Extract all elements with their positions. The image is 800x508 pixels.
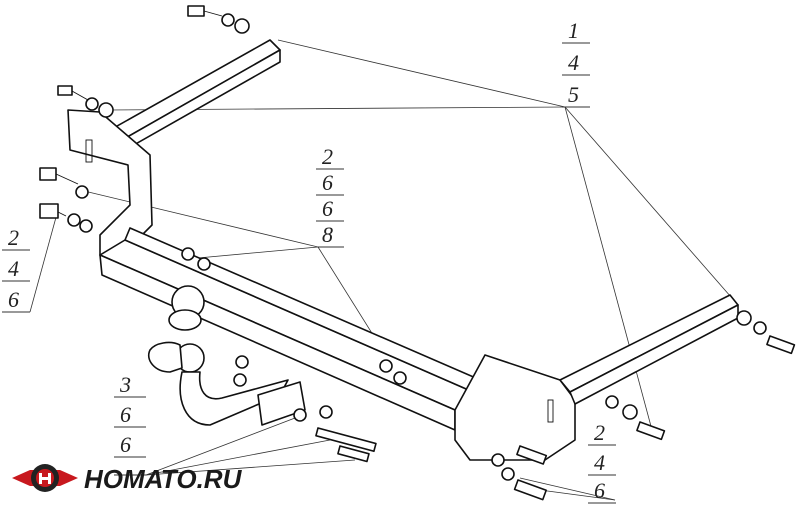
callout-label: 6 [322, 170, 333, 195]
washer [736, 310, 752, 326]
bolt [516, 445, 548, 465]
callout-label: 2 [8, 225, 19, 250]
bolt [513, 479, 547, 501]
callout-label: 4 [8, 256, 19, 281]
nut [393, 371, 407, 385]
nut [197, 257, 211, 271]
bolt [315, 427, 377, 453]
fasteners [39, 5, 796, 501]
nut [233, 373, 247, 387]
nut [181, 247, 195, 261]
washer [491, 453, 505, 467]
right-side-bracket [454, 294, 739, 461]
brand-name: НОМАТО.RU [84, 464, 243, 494]
washer [221, 13, 235, 27]
washer [753, 321, 767, 335]
washer [293, 408, 307, 422]
washer [319, 405, 333, 419]
callout-label: 6 [594, 478, 605, 503]
callout-label: 6 [322, 196, 333, 221]
washer [75, 185, 89, 199]
washer [79, 219, 93, 233]
bolt [337, 445, 370, 463]
washer [605, 395, 619, 409]
callout-top-right: 1 4 5 [562, 18, 590, 108]
washer [234, 18, 250, 34]
washer [85, 97, 99, 111]
washer [501, 467, 515, 481]
nut [235, 355, 249, 369]
bolt [766, 335, 796, 355]
callout-label: 2 [322, 144, 333, 169]
left-side-bracket [67, 39, 281, 266]
washer [622, 404, 638, 420]
callout-label: 5 [568, 82, 579, 107]
tow-ball-assembly [148, 285, 306, 426]
callout-center: 2 6 6 8 [316, 144, 344, 248]
callout-label: 3 [119, 372, 131, 397]
callout-label: 1 [568, 18, 579, 43]
bolt [39, 203, 67, 219]
callout-label: 2 [594, 420, 605, 445]
logo-emblem-icon [12, 464, 78, 492]
nut [379, 359, 393, 373]
callout-bottom-right: 2 4 6 [588, 420, 616, 504]
callout-label: 6 [8, 287, 19, 312]
callout-label: 4 [594, 450, 605, 475]
callout-left: 2 4 6 [2, 225, 30, 313]
bolt [39, 167, 79, 185]
callout-bottom-left: 3 6 6 [114, 372, 146, 476]
callout-label: 4 [568, 50, 579, 75]
brand-logo: НОМАТО.RU [12, 464, 243, 494]
callout-label: 6 [120, 432, 131, 457]
callout-label: 8 [322, 222, 333, 247]
bolt [636, 421, 666, 441]
washer [98, 102, 114, 118]
bolt [187, 5, 223, 17]
bolt [57, 85, 89, 101]
callout-label: 6 [120, 402, 131, 427]
leader-lines [29, 39, 739, 501]
washer [67, 213, 81, 227]
